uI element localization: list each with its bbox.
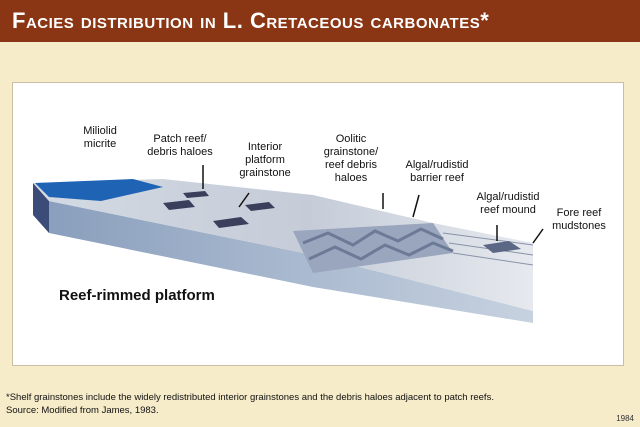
label-reef-mound: Algal/rudistid reef mound — [476, 191, 540, 216]
block-front-face — [49, 201, 533, 323]
patch-reef-1 — [163, 200, 195, 210]
figure-title: Facies distribution in L. Cretaceous car… — [12, 8, 490, 33]
slope-line-1 — [442, 232, 534, 246]
page-ref: 1984 — [616, 414, 634, 423]
diagram-panel: Miliolid micrite Patch reef/ debris halo… — [12, 82, 624, 366]
interior-arrow — [238, 192, 250, 208]
label-fore-reef: Fore reef mudstones — [552, 207, 606, 232]
title-bar: Facies distribution in L. Cretaceous car… — [0, 0, 640, 42]
block-end-face — [33, 183, 49, 233]
label-oolitic-grainstone: Oolitic grainstone/ reef debris haloes — [323, 133, 379, 184]
label-barrier-reef: Algal/rudistid barrier reef — [405, 159, 469, 184]
fore-reef-arrow — [532, 228, 544, 244]
patch-reef-3 — [245, 202, 275, 211]
source-note: Source: Modified from James, 1983. — [6, 405, 159, 416]
patch-reef-4 — [183, 191, 209, 198]
platform-top-surface — [33, 179, 533, 311]
patch-reef-2 — [213, 217, 249, 228]
footnote: *Shelf grainstones include the widely re… — [6, 392, 494, 403]
barrier-arrow — [412, 194, 420, 218]
platform-block-diagram — [33, 165, 544, 323]
lagoon-area — [35, 179, 163, 201]
barrier-reef-ridge-1 — [302, 227, 444, 247]
slope-line-3 — [452, 252, 534, 266]
label-patch-reef: Patch reef/ debris haloes — [147, 133, 213, 158]
platform-label: Reef-rimmed platform — [59, 287, 215, 304]
barrier-reef-ridge-2 — [308, 241, 454, 261]
reef-mound — [483, 241, 521, 253]
label-interior-platform: Interior platform grainstone — [239, 141, 291, 179]
label-miliolid-micrite: Miliolid micrite — [83, 125, 117, 150]
